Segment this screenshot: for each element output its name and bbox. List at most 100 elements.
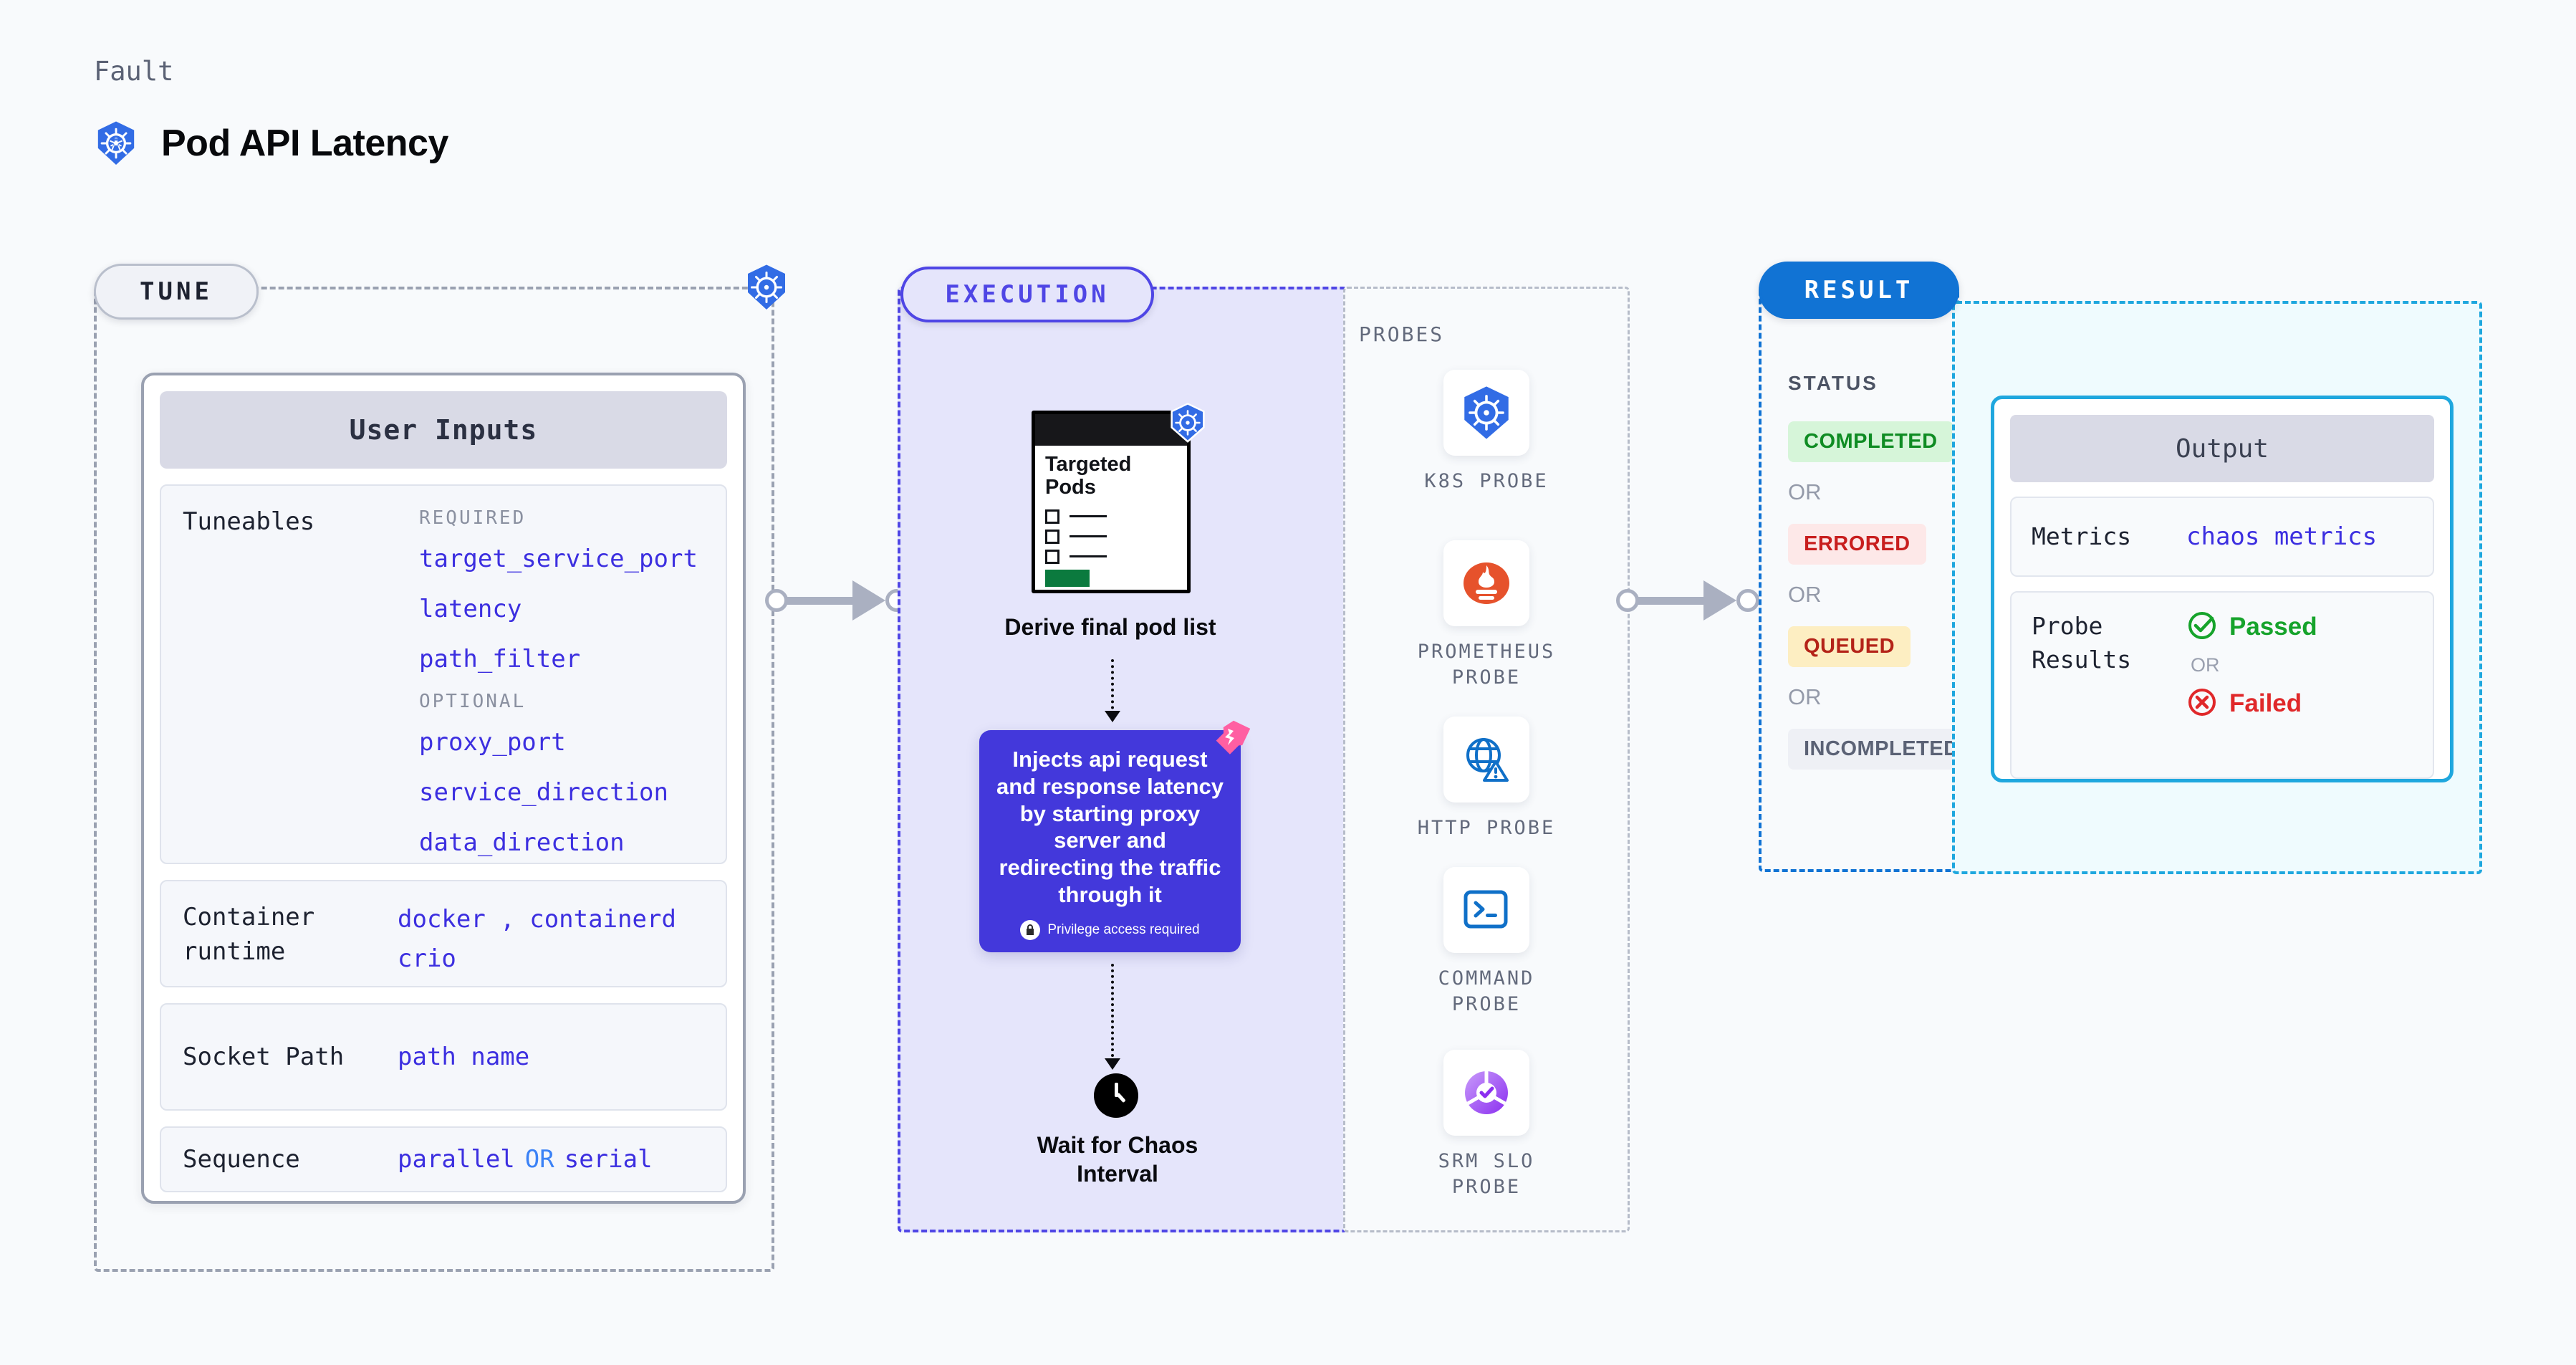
probe-results-row: Probe Results Passed OR [2010,591,2434,779]
tuneable-item[interactable]: data_direction [419,828,625,857]
probe-results-or: OR [2191,654,2220,676]
probe-command[interactable]: COMMAND PROBE [1415,867,1558,1017]
checkbox-icon [1045,529,1059,544]
page-title-row: Pod API Latency [94,120,448,166]
probe-label: K8S PROBE [1424,470,1549,492]
tuneables-label: Tuneables [183,507,315,536]
checkbox-icon [1045,509,1059,524]
sequence-value-parallel: parallel [398,1145,515,1174]
privilege-note: Privilege access required [994,919,1226,940]
container-runtime-label: Container runtime [183,903,315,967]
wait-interval-line2: Interval [1077,1161,1158,1187]
probe-srm-slo[interactable]: SRM SLO PROBE [1415,1050,1558,1200]
list-item [1045,549,1187,564]
tune-panel [94,287,774,1272]
tune-tag[interactable]: TUNE [94,264,259,320]
inject-card-text: Injects api request and response latency… [996,747,1224,908]
status-badge-errored: ERRORED [1788,524,1926,565]
probe-label-line2: PROBE [1451,666,1522,689]
tune-panel-border [94,287,774,1272]
tuneable-item[interactable]: service_direction [419,778,668,807]
sequence-label: Sequence [183,1144,300,1174]
probe-label-line2: PROBE [1451,1176,1522,1199]
clock-icon [1094,1073,1138,1118]
metrics-value: chaos metrics [2186,522,2378,551]
probes-title: PROBES [1359,322,1445,346]
status-or-1: OR [1788,479,1822,504]
fault-kicker: Fault [94,56,174,87]
list-item [1045,509,1187,524]
inject-latency-card: Injects api request and response latency… [979,720,1251,952]
page-title: Pod API Latency [161,123,448,164]
list-line [1070,555,1107,558]
tuneable-item[interactable]: path_filter [419,645,581,674]
execution-tag[interactable]: EXECUTION [900,267,1154,322]
connector-tune-to-execution [765,579,908,622]
probe-label: PROMETHEUS PROBE [1415,639,1558,691]
status-title: STATUS [1788,372,1878,394]
pods-checkbox-list [1035,504,1187,564]
probe-label: SRM SLO PROBE [1415,1149,1558,1200]
wait-interval-line1: Wait for Chaos [1037,1132,1198,1158]
prometheus-icon [1443,540,1529,626]
tune-corner-kubernetes-icon [744,264,789,314]
targeted-pods-card: Targeted Pods [1032,411,1191,593]
probe-http[interactable]: HTTP PROBE [1415,717,1558,841]
probe-result-passed: Passed [2186,610,2317,644]
pods-card-kubernetes-icon [1168,403,1207,446]
tuneables-section: Tuneables REQUIRED target_service_port l… [160,484,727,864]
probe-label-line1: SRM SLO [1438,1150,1535,1172]
probe-label-line1: COMMAND [1438,967,1535,990]
probe-label: COMMAND PROBE [1415,966,1558,1017]
status-badge-queued: QUEUED [1788,626,1911,667]
probe-failed-text: Failed [2229,689,2302,717]
kubernetes-icon [1443,370,1529,456]
probe-label: HTTP PROBE [1417,817,1556,839]
kubernetes-icon [94,120,138,166]
status-or-2: OR [1788,582,1822,607]
user-inputs-card: User Inputs Tuneables REQUIRED target_se… [141,373,746,1204]
socket-path-value: path name [398,1043,530,1071]
socket-path-section: Socket Path path name [160,1003,727,1111]
tuneable-item[interactable]: latency [419,595,522,623]
harness-chaos-icon [1209,719,1251,762]
tuneable-item[interactable]: target_service_port [419,545,698,573]
checkbox-icon [1045,549,1059,564]
command-terminal-icon [1443,867,1529,953]
flow-arrow-1 [1105,659,1120,722]
list-line [1070,535,1107,538]
probe-passed-text: Passed [2229,613,2317,641]
pods-card-titlebar [1035,414,1187,446]
result-tag[interactable]: RESULT [1759,262,1959,319]
probe-results-label: Probe Results [2032,612,2132,674]
pods-progress-bar [1045,569,1090,587]
connector-execution-to-result [1616,579,1759,622]
output-card: Output Metrics chaos metrics Probe Resul… [1991,396,2454,782]
list-line [1070,515,1107,518]
wait-interval-label: Wait for Chaos Interval [989,1131,1246,1189]
metrics-row: Metrics chaos metrics [2010,497,2434,577]
output-title: Output [2010,415,2434,482]
status-badge-incompleted: INCOMPLETED [1788,729,1975,770]
sequence-section: Sequence parallel OR serial [160,1126,727,1192]
tuneable-item[interactable]: proxy_port [419,728,566,757]
probe-prometheus[interactable]: PROMETHEUS PROBE [1415,540,1558,691]
http-globe-icon [1443,717,1529,803]
metrics-label: Metrics [2032,522,2132,550]
probe-label-line2: PROBE [1451,993,1522,1016]
required-group-label: REQUIRED [419,507,527,529]
container-runtime-section: Container runtime docker , containerd cr… [160,880,727,987]
pods-card-title-line1: Targeted [1045,453,1132,476]
sequence-or: OR [524,1145,554,1174]
status-badge-completed: COMPLETED [1788,421,1953,462]
flow-arrow-2 [1105,964,1120,1070]
optional-group-label: OPTIONAL [419,691,527,712]
probe-result-failed: Failed [2186,686,2317,721]
derive-pod-list-label: Derive final pod list [1004,614,1216,640]
container-runtime-values-1: docker , containerd [398,905,676,934]
list-item [1045,529,1187,544]
check-circle-icon [2186,610,2218,644]
probe-k8s[interactable]: K8S PROBE [1415,370,1558,494]
privilege-note-text: Privilege access required [1047,921,1200,937]
